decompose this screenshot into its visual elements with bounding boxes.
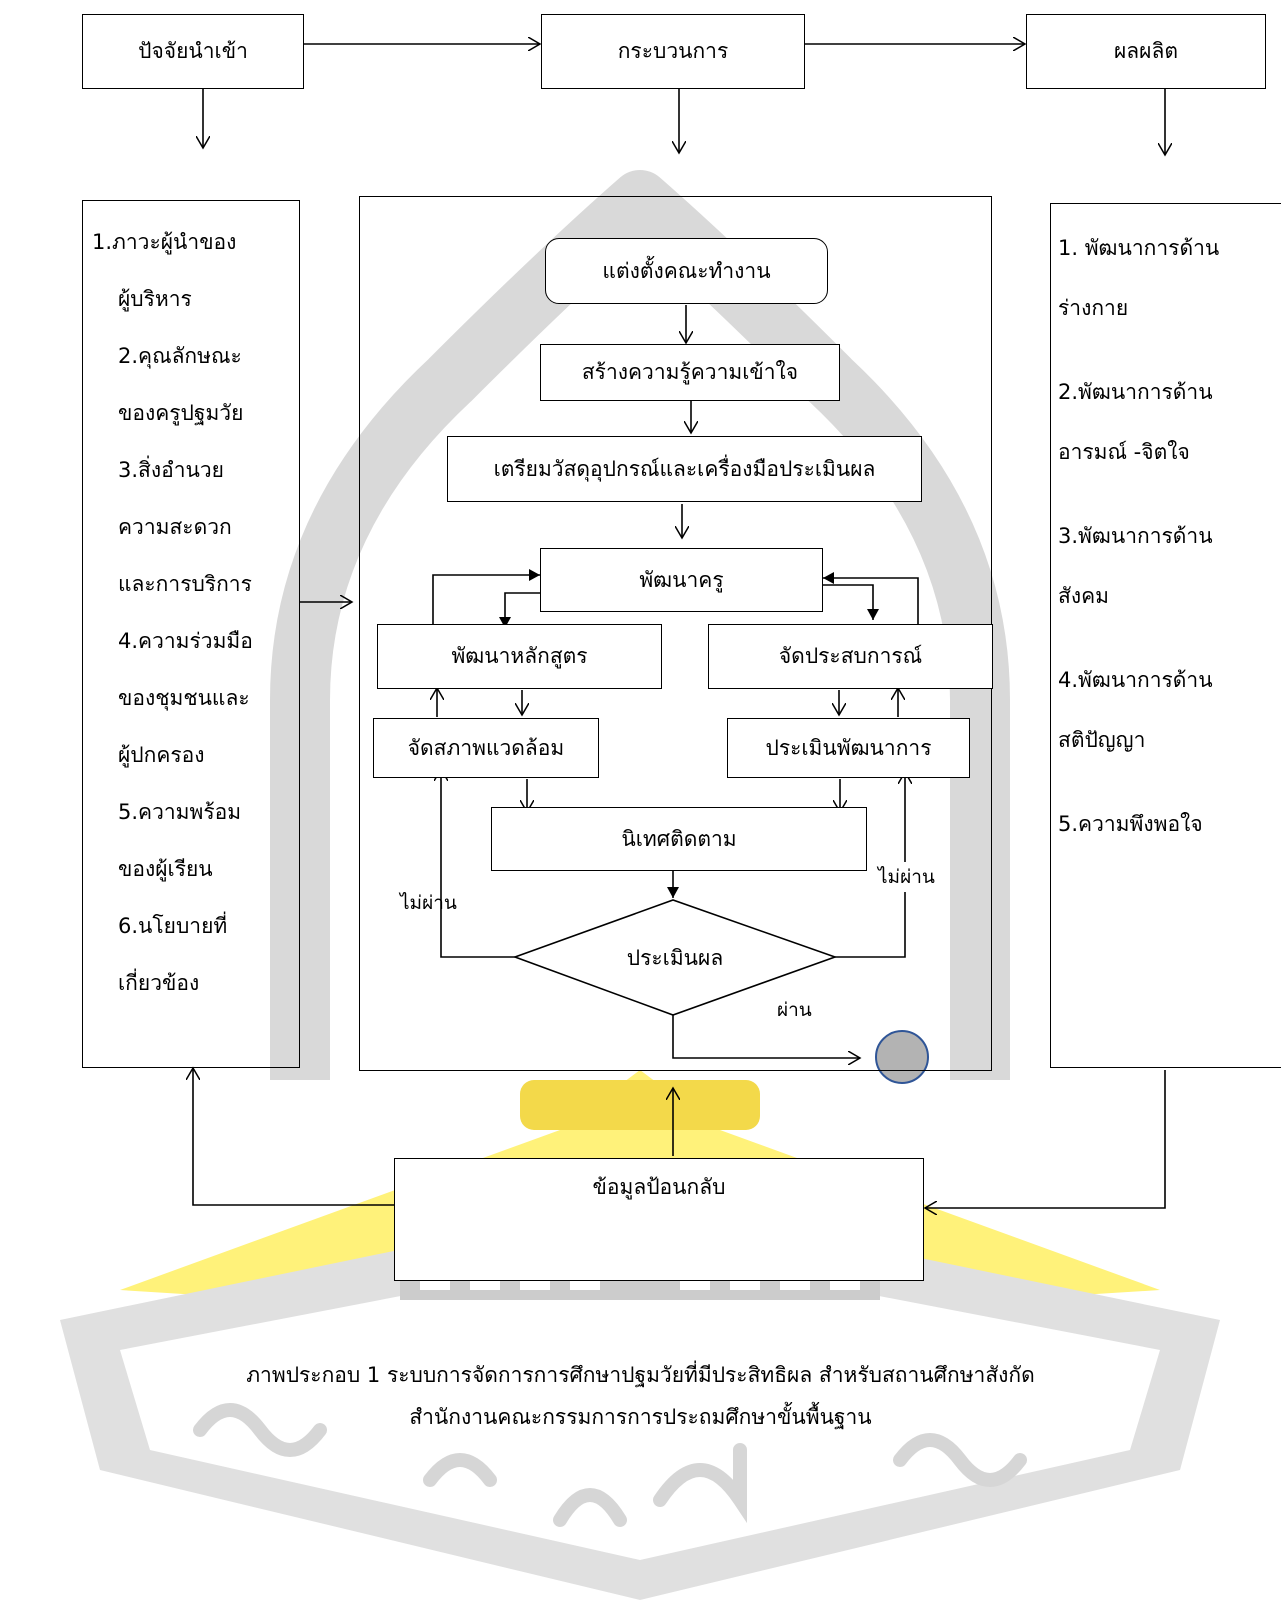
input-line: ความสะดวก — [118, 515, 232, 539]
output-line: 4.พัฒนาการด้าน — [1058, 668, 1213, 692]
header-input-box: ปัจจัยนำเข้า — [82, 14, 304, 89]
appoint-committee-label: แต่งตั้งคณะทำงาน — [602, 258, 771, 283]
pass-label: ผ่าน — [777, 999, 812, 1021]
input-line: ผู้บริหาร — [118, 287, 192, 311]
output-line: 1. พัฒนาการด้าน — [1058, 236, 1220, 260]
outputs-list: 1. พัฒนาการด้าน ร่างกาย 2.พัฒนาการด้าน อ… — [1058, 218, 1219, 854]
fail-label-left: ไม่ผ่าน — [400, 892, 457, 914]
develop-curriculum-label: พัฒนาหลักสูตร — [451, 644, 588, 668]
header-process-label: กระบวนการ — [617, 39, 729, 63]
input-line: 1.ภาวะผู้นำของ — [92, 230, 237, 254]
organize-environment-box: จัดสภาพแวดล้อม — [373, 718, 599, 778]
figure-caption: ภาพประกอบ 1 ระบบการจัดการการศึกษาปฐมวัยท… — [0, 1356, 1281, 1436]
input-line: ของผู้เรียน — [118, 857, 213, 881]
prepare-materials-box: เตรียมวัสดุอุปกรณ์และเครื่องมือประเมินผล — [447, 436, 922, 502]
develop-teacher-label: พัฒนาครู — [639, 567, 724, 592]
fail-label-right: ไม่ผ่าน — [878, 862, 935, 892]
header-output-box: ผลผลิต — [1026, 14, 1266, 89]
organize-experience-box: จัดประสบการณ์ — [708, 624, 993, 689]
output-line: 3.พัฒนาการด้าน — [1058, 524, 1213, 548]
input-line: 5.ความพร้อม — [118, 800, 242, 824]
outputs-panel — [1050, 203, 1281, 1068]
prepare-materials-label: เตรียมวัสดุอุปกรณ์และเครื่องมือประเมินผล — [493, 456, 876, 481]
supervision-label: นิเทศติดตาม — [621, 826, 737, 851]
header-output-label: ผลผลิต — [1114, 39, 1178, 63]
caption-line-2: สำนักงานคณะกรรมการการประถมศึกษาขั้นพื้นฐ… — [409, 1405, 872, 1429]
build-knowledge-label: สร้างความรู้ความเข้าใจ — [581, 360, 799, 384]
organize-environment-label: จัดสภาพแวดล้อม — [407, 735, 565, 760]
assess-development-label: ประเมินพัฒนาการ — [765, 735, 932, 760]
input-line: 6.นโยบายที่ — [118, 914, 228, 938]
input-line: 2.คุณลักษณะ — [118, 344, 242, 368]
input-line: เกี่ยวข้อง — [118, 971, 200, 995]
output-line: อารมณ์ -จิตใจ — [1058, 440, 1190, 464]
input-line: ของชุมชนและ — [118, 686, 250, 710]
appoint-committee-box: แต่งตั้งคณะทำงาน — [545, 238, 828, 304]
feedback-box: ข้อมูลป้อนกลับ — [394, 1158, 924, 1281]
output-line: 5.ความพึงพอใจ — [1058, 812, 1203, 836]
output-line: ร่างกาย — [1058, 296, 1129, 320]
supervision-box: นิเทศติดตาม — [491, 807, 867, 871]
header-process-box: กระบวนการ — [541, 14, 805, 89]
output-line: สังคม — [1058, 584, 1109, 608]
build-knowledge-box: สร้างความรู้ความเข้าใจ — [540, 344, 840, 401]
organize-experience-label: จัดประสบการณ์ — [778, 644, 923, 668]
input-line: และการบริการ — [118, 572, 252, 596]
input-line: 3.สิ่งอำนวย — [118, 458, 224, 482]
inputs-list: 1.ภาวะผู้นำของ ผู้บริหาร 2.คุณลักษณะ ของ… — [92, 214, 253, 1012]
inputs-panel — [82, 200, 300, 1068]
develop-curriculum-box: พัฒนาหลักสูตร — [377, 624, 662, 689]
assess-development-box: ประเมินพัฒนาการ — [727, 718, 970, 778]
header-input-label: ปัจจัยนำเข้า — [138, 39, 248, 63]
caption-line-1: ภาพประกอบ 1 ระบบการจัดการการศึกษาปฐมวัยท… — [246, 1363, 1035, 1387]
evaluation-diamond — [512, 899, 838, 1016]
evaluation-label: ประเมินผล — [626, 945, 724, 970]
develop-teacher-box: พัฒนาครู — [540, 548, 823, 612]
input-line: ของครูปฐมวัย — [118, 401, 244, 425]
input-line: ผู้ปกครอง — [118, 743, 205, 767]
evaluation-label-wrap: ประเมินผล — [560, 938, 790, 978]
output-line: 2.พัฒนาการด้าน — [1058, 380, 1213, 404]
output-line: สติปัญญา — [1058, 728, 1146, 752]
feedback-label: ข้อมูลป้อนกลับ — [592, 1174, 726, 1199]
input-line: 4.ความร่วมมือ — [118, 629, 253, 653]
